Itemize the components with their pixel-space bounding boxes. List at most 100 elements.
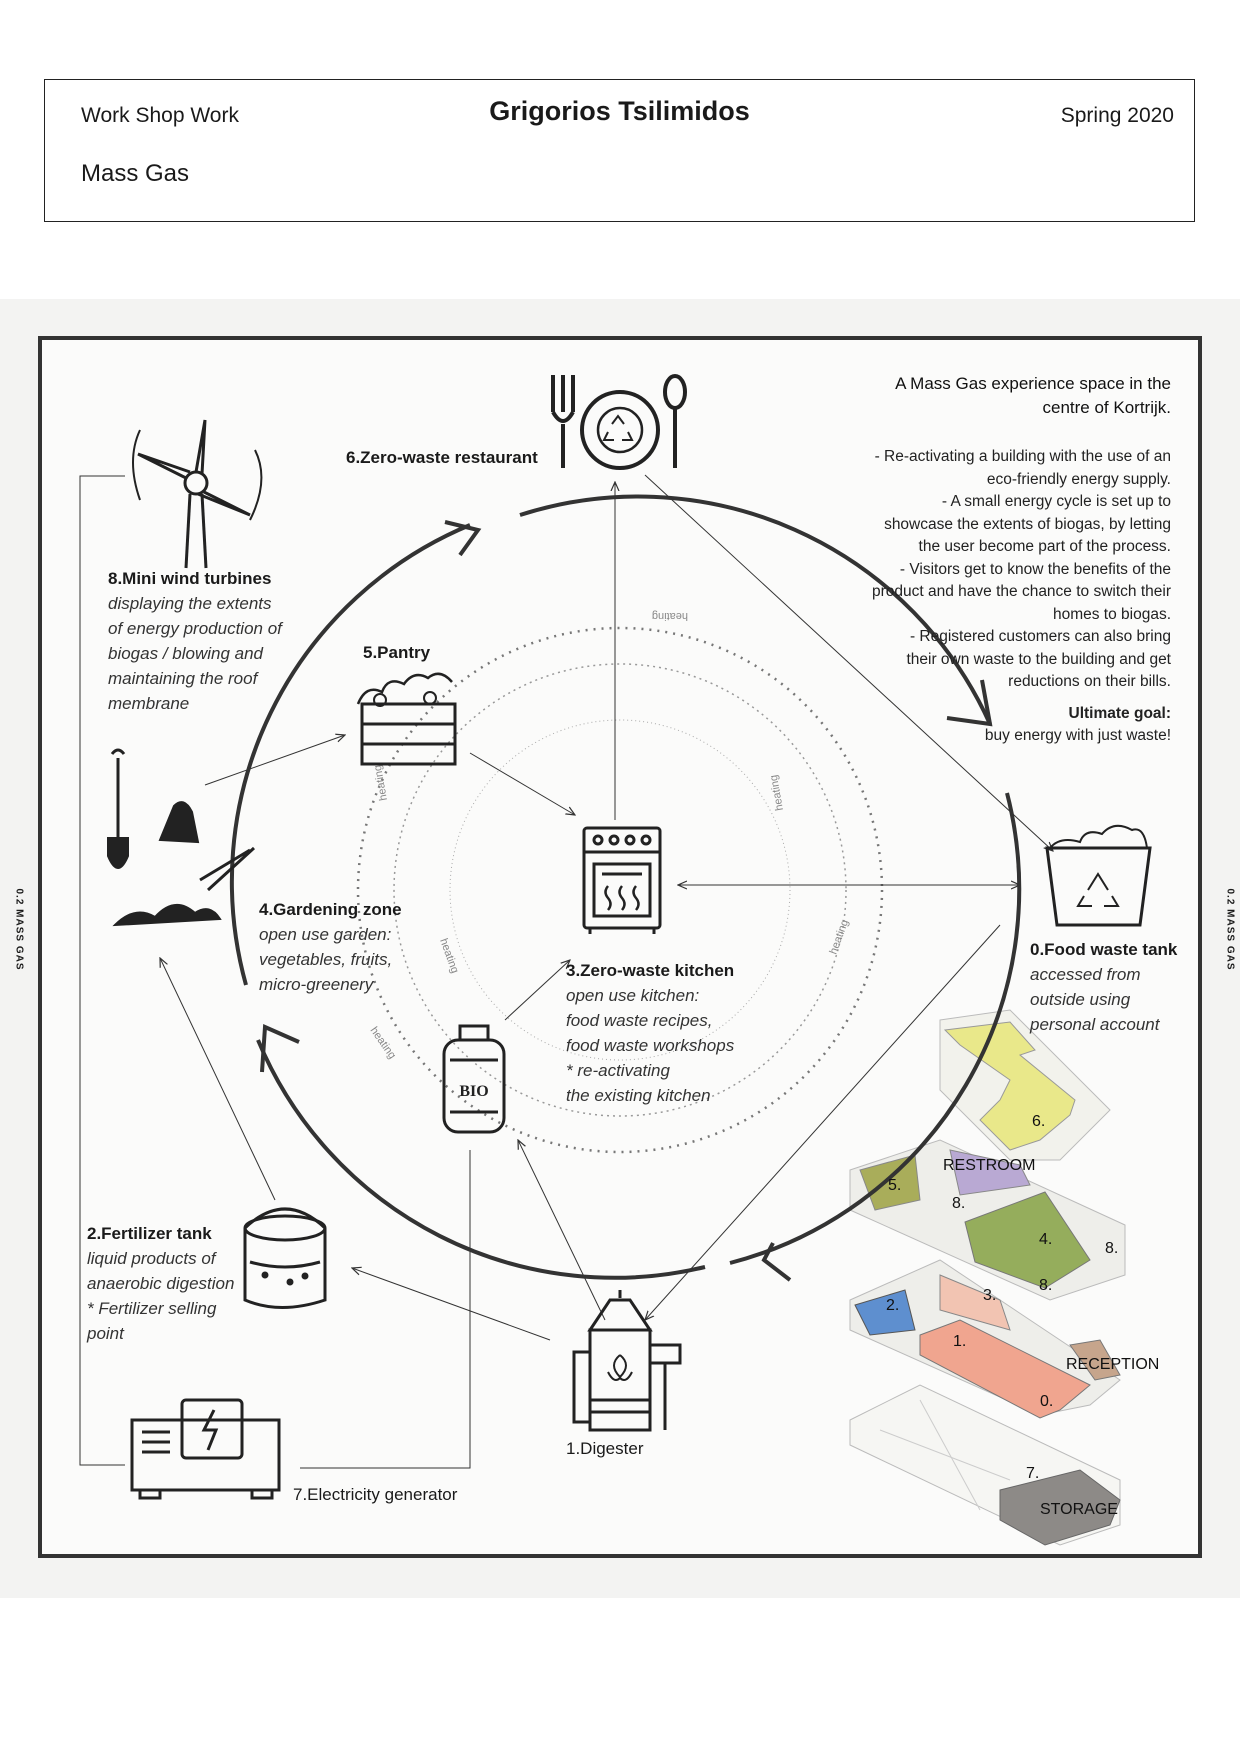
gas-bottle-icon (442, 1024, 506, 1134)
term: Spring 2020 (1060, 104, 1174, 127)
recycling-bin-icon (1045, 824, 1152, 927)
ring-label-heating: heating (652, 610, 688, 622)
cycle-arc-left (229, 523, 471, 986)
station-2-desc: liquid products of (87, 1249, 216, 1268)
station-0-block: 0.Food waste tank accessed from outside … (1030, 937, 1177, 1037)
station-8-desc: of energy production of (108, 619, 282, 638)
goal-text: buy energy with just waste! (984, 727, 1171, 744)
intro-heading-line: centre of Kortrijk. (1042, 398, 1172, 417)
plan-label: 2. (886, 1297, 900, 1314)
station-7-title: 7.Electricity generator (293, 1485, 458, 1504)
station-3-desc: open use kitchen: (566, 986, 700, 1005)
cycle-arrowhead-right (761, 1242, 792, 1282)
station-1-title: 1.Digester (566, 1439, 644, 1458)
plan-label: 8. (952, 1195, 966, 1212)
station-8-desc: biogas / blowing and (108, 644, 264, 663)
station-2-block: 2.Fertilizer tank liquid products of ana… (87, 1221, 234, 1346)
cycle-arrowhead-bottom (260, 1024, 300, 1073)
intro-line: - Re-activating a building with the use … (874, 448, 1171, 465)
project-name: Mass Gas (81, 160, 190, 187)
plan-label: 5. (888, 1177, 902, 1194)
station-2-title: 2.Fertilizer tank (87, 1224, 212, 1243)
plan-label: 6. (1032, 1113, 1046, 1130)
author-name: Grigorios Tsilimidos (489, 96, 750, 126)
goal-title: Ultimate goal: (1068, 704, 1171, 722)
header-box: Work Shop Work Grigorios Tsilimidos Spri… (44, 79, 1195, 222)
intro-line: product and have the chance to switch th… (872, 583, 1171, 600)
wind-turbine-icon (132, 419, 263, 569)
station-2-desc: * Fertilizer selling (87, 1299, 217, 1318)
station-2-desc: point (87, 1324, 124, 1343)
station-3-desc: the existing kitchen (566, 1086, 711, 1105)
plan-label-restroom: RESTROOM (943, 1157, 1036, 1174)
station-4-desc: micro-greenery (259, 975, 374, 994)
station-3-block: 3.Zero-waste kitchen open use kitchen: f… (566, 958, 734, 1108)
station-4-block: 4.Gardening zone open use garden: vegeta… (259, 897, 402, 997)
station-0-title: 0.Food waste tank (1030, 940, 1178, 959)
cycle-arc-bottom (256, 1039, 706, 1280)
generator-icon (130, 1398, 281, 1500)
station-3-title: 3.Zero-waste kitchen (566, 961, 735, 980)
station-3-desc: * re-activating (566, 1061, 670, 1080)
station-8-desc: membrane (108, 694, 190, 713)
plate-cutlery-icon (551, 374, 687, 470)
station-4-desc: vegetables, fruits, (259, 950, 393, 969)
station-4-title: 4.Gardening zone (259, 900, 402, 919)
station-0-desc: personal account (1030, 1015, 1160, 1034)
plan-label-storage: STORAGE (1040, 1501, 1118, 1518)
station-6-title: 6.Zero-waste restaurant (346, 448, 538, 467)
station-8-desc: maintaining the roof (108, 669, 258, 688)
plan-label: 4. (1039, 1231, 1053, 1248)
fertilizer-tank-icon (243, 1207, 327, 1309)
station-5-title: 5.Pantry (363, 643, 431, 662)
plan-label: 8. (1039, 1277, 1053, 1294)
intro-heading: A Mass Gas experience space in the centr… (895, 372, 1171, 420)
garden-tools-icon (107, 748, 256, 927)
station-4-desc: open use garden: (259, 925, 392, 944)
plan-label: 7. (1026, 1465, 1040, 1482)
station-2-desc: anaerobic digestion (87, 1274, 235, 1293)
intro-heading-line: A Mass Gas experience space in the (895, 374, 1171, 393)
flow-lines (79, 474, 1053, 1469)
intro-line: the user become part of the process. (918, 538, 1171, 555)
digester-icon (572, 1290, 682, 1432)
station-8-desc: displaying the extents (108, 594, 272, 613)
ring-middle-dotted (393, 663, 847, 1117)
plan-label-reception: RECEPTION (1066, 1356, 1160, 1373)
intro-line: reductions on their bills. (1008, 673, 1171, 690)
plan-label: 3. (983, 1287, 997, 1304)
station-3-desc: food waste workshops (566, 1036, 735, 1055)
intro-line: eco-friendly energy supply. (986, 470, 1171, 488)
station-3-desc: food waste recipes, (566, 1011, 713, 1030)
intro-line: their own waste to the building and get (906, 650, 1171, 668)
cycle-arc-top (519, 494, 992, 725)
ring-label-heating: heating (828, 918, 852, 956)
ring-label-heating: heating (768, 774, 786, 812)
ring-label-heating: heating (368, 1025, 399, 1061)
floor-plan-axonometric (849, 1009, 1126, 1546)
course-name: Work Shop Work (81, 104, 239, 127)
ring-label-heating: heating (372, 764, 390, 802)
plan-label: 1. (953, 1333, 967, 1350)
ring-outer-dotted (356, 626, 884, 1154)
cycle-arrowhead-top (946, 679, 993, 727)
station-0-desc: accessed from (1030, 965, 1141, 984)
oven-icon (582, 826, 662, 934)
intro-line: - A small energy cycle is set up to (941, 493, 1171, 510)
ring-inner-dotted (449, 719, 791, 1061)
intro-line: - Registered customers can also bring (909, 628, 1171, 645)
intro-line: - Visitors get to know the benefits of t… (899, 560, 1171, 578)
station-8-title: 8.Mini wind turbines (108, 569, 272, 588)
station-8-block: 8.Mini wind turbines displaying the exte… (108, 566, 282, 716)
intro-text: - Re-activating a building with the use … (872, 446, 1171, 748)
intro-line: homes to biogas. (1052, 605, 1171, 623)
ring-label-heating: heating (437, 937, 461, 975)
cycle-arrowhead-left (444, 520, 482, 557)
plan-label: 8. (1105, 1240, 1119, 1257)
station-0-desc: outside using (1030, 990, 1131, 1009)
pantry-crate-icon (356, 672, 457, 766)
intro-line: showcase the extents of biogas, by letti… (884, 515, 1171, 533)
plan-label: 0. (1040, 1393, 1054, 1410)
gas-bottle-label: BIO (459, 1083, 488, 1100)
